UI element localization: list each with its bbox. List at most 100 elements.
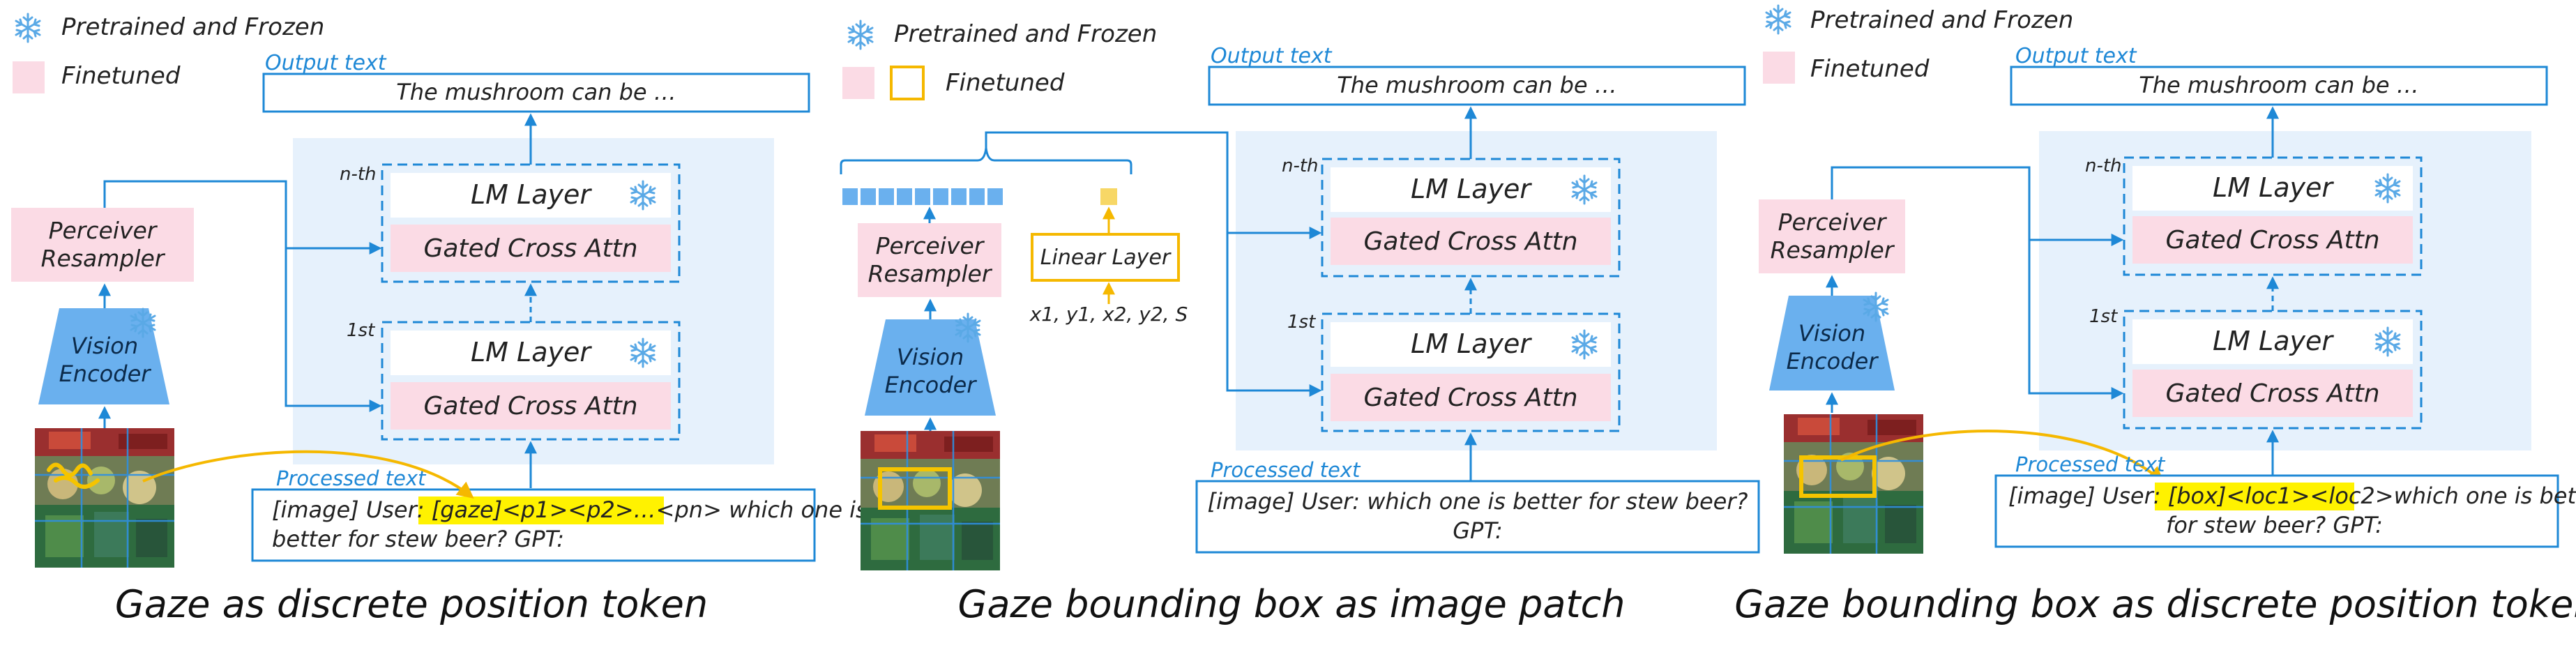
lm-layer-first-label: LM Layer: [2213, 326, 2334, 356]
legend-finetuned: Finetuned: [946, 69, 1065, 97]
processed-label: Processed text: [2015, 453, 2166, 476]
legend-frozen: Pretrained and Frozen: [894, 20, 1157, 48]
lm-layer-nth-label: LM Layer: [471, 179, 592, 210]
vision-line2: Encoder: [1787, 348, 1879, 374]
processed-line2: GPT:: [1453, 517, 1502, 544]
panel-gaze-discrete-tokens: Pretrained and Frozen Finetuned Output t…: [11, 13, 867, 626]
processed-line1: [image] User: which one is better for st…: [1208, 488, 1748, 515]
panel-gaze-box-discrete-tokens: Pretrained and Frozen Finetuned Output t…: [1734, 4, 2576, 626]
output-text-box: [2010, 66, 2548, 106]
vision-line1: Vision: [897, 344, 964, 370]
legend-finetuned: Finetuned: [61, 62, 181, 90]
nth-block-dashed: [1321, 158, 1621, 278]
output-text-box: [262, 73, 810, 113]
lm-layer-first: [2132, 319, 2413, 364]
output-label: Output text: [1211, 44, 1333, 68]
nth-block-dashed: [2123, 156, 2423, 276]
perceiver-line2: Resampler: [868, 260, 993, 287]
legend-pink-swatch: [13, 61, 45, 93]
output-label: Output text: [265, 51, 387, 75]
processed-line1: [image] User: [gaze]<p1><p2>…<pn> which …: [272, 496, 867, 523]
perceiver-resampler: [1759, 199, 1905, 273]
first-block-dashed: [2123, 310, 2423, 430]
gated-cross-attn-nth-label: Gated Cross Attn: [1363, 227, 1577, 256]
gated-cross-attn-first: [391, 382, 671, 430]
linear-layer: [1031, 233, 1180, 282]
box-arrow: [1840, 430, 2165, 484]
highlight-loc-tokens: [2218, 483, 2354, 510]
coords-label: x1, y1, x2, y2, S: [1029, 303, 1188, 326]
processed-line1: [image] User: [box]<loc1><loc2>which one…: [2008, 483, 2576, 509]
perceiver-line1: Perceiver: [49, 217, 158, 244]
snowflake-icon: [1765, 4, 1791, 35]
vision-line2: Encoder: [59, 361, 152, 387]
nth-label: n-th: [340, 164, 377, 185]
nth-label: n-th: [1282, 156, 1319, 176]
highlight-box-token: [2155, 483, 2218, 510]
processed-text-box: [1195, 480, 1760, 554]
arrow-tokens-to-first: [1226, 233, 1322, 397]
vision-encoder: [865, 319, 996, 416]
gaze-arrow: [142, 450, 474, 499]
gated-cross-attn-nth-label: Gated Cross Attn: [2165, 226, 2379, 255]
processed-label: Processed text: [1211, 458, 1361, 482]
panel-gaze-image-patch: Pretrained and Frozen Finetuned Output t…: [840, 20, 1760, 626]
gated-cross-attn-first-label: Gated Cross Attn: [2165, 379, 2379, 408]
highlight-gaze-tokens: [418, 496, 664, 524]
snowflake-icon: [847, 20, 874, 50]
processed-label: Processed text: [276, 467, 427, 490]
gated-cross-attn-first-label: Gated Cross Attn: [1363, 384, 1577, 412]
lm-layer-first-label: LM Layer: [1411, 328, 1532, 359]
processed-line2: better for stew beer? GPT:: [272, 526, 564, 552]
vision-line2: Encoder: [885, 372, 978, 398]
arrow-perceiver-to-first: [1831, 166, 2124, 400]
gated-cross-attn-nth-label: Gated Cross Attn: [423, 234, 637, 263]
gated-cross-attn-first: [2132, 370, 2413, 417]
lm-layer-nth: [391, 173, 671, 218]
perceiver-line2: Resampler: [41, 245, 166, 272]
token-bracket: [840, 147, 1132, 174]
gated-cross-attn-nth: [2132, 216, 2413, 264]
caption: Gaze bounding box as discrete position t…: [1734, 582, 2576, 626]
first-block-dashed: [381, 321, 681, 441]
input-image: [859, 430, 1001, 572]
first-label: 1st: [347, 320, 375, 341]
first-label: 1st: [2089, 306, 2118, 327]
perceiver-line1: Perceiver: [1778, 209, 1888, 236]
arrow-perceiver-to-first: [103, 180, 382, 412]
legend-frozen: Pretrained and Frozen: [61, 13, 324, 41]
output-text-box: [1208, 66, 1746, 106]
lm-layer-nth: [1331, 167, 1611, 212]
lm-layer-first: [391, 331, 671, 375]
legend-pink-swatch: [842, 67, 874, 99]
output-text: The mushroom can be …: [1337, 72, 1617, 98]
arrow-tokens-to-nth: [985, 131, 1322, 239]
caption: Gaze as discrete position token: [115, 582, 708, 626]
nth-block-dashed: [381, 163, 681, 283]
perceiver-resampler: [858, 223, 1001, 297]
legend-gold-box: [890, 66, 925, 100]
output-text: The mushroom can be …: [2139, 72, 2419, 98]
lm-layer-nth-label: LM Layer: [2213, 172, 2334, 203]
vision-line1: Vision: [71, 333, 138, 359]
legend-pink-swatch: [1763, 52, 1795, 84]
gated-cross-attn-nth: [391, 225, 671, 272]
input-image: [1782, 413, 1925, 555]
lm-layer-nth-label: LM Layer: [1411, 174, 1532, 204]
lm-layer-first-label: LM Layer: [471, 337, 592, 367]
linear-layer-label: Linear Layer: [1040, 245, 1172, 270]
first-block-dashed: [1321, 312, 1621, 432]
gated-cross-attn-nth: [1331, 218, 1611, 265]
box-token: [1100, 188, 1117, 205]
vision-encoder: [1769, 296, 1895, 391]
lm-layer-nth: [2132, 166, 2413, 211]
first-label: 1st: [1287, 312, 1316, 333]
vision-encoder: [38, 308, 169, 404]
visual-token-row: [842, 188, 1003, 205]
legend-finetuned: Finetuned: [1810, 55, 1930, 83]
snowflake-icon: [15, 13, 41, 43]
perceiver-resampler: [11, 208, 194, 282]
legend-frozen: Pretrained and Frozen: [1810, 6, 2073, 34]
vision-line1: Vision: [1798, 320, 1865, 347]
